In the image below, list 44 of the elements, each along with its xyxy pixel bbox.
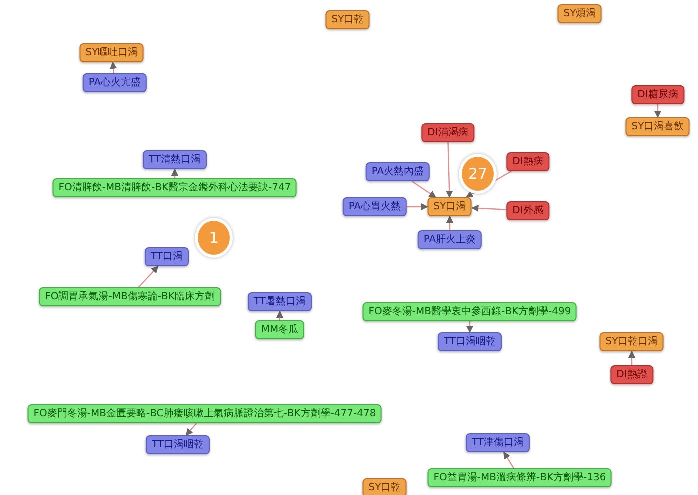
arrow: [276, 310, 284, 320]
concept-node: FO清脾飲-MB清脾飲-BK醫宗金鑑外科心法要訣-747: [52, 178, 298, 198]
concept-node: TT口渴: [144, 248, 190, 266]
count-badge: 1: [195, 218, 233, 258]
concept-node: DI糖尿病: [632, 86, 684, 104]
concept-node: SY口乾: [362, 478, 408, 495]
concept-node: DI熱證: [610, 366, 654, 384]
concept-node: FO麥門冬湯-MB金匱要略-BC肺痿咳嗽上氣病脈證治第七-BK方劑學-477-478: [28, 404, 382, 424]
arrow: [110, 62, 118, 74]
concept-node: SY口渴喜飲: [626, 118, 690, 136]
arrow: [412, 181, 436, 198]
arrow: [466, 322, 474, 334]
concept-node: FO麥冬湯-MB醫學衷中參西錄-BK方劑學-499: [362, 302, 578, 322]
concept-node: FO調胃承氣湯-MB傷寒論-BK臨床方劑: [39, 288, 221, 306]
concept-node: DI外感: [506, 202, 550, 220]
concept-node: PA心胃火熱: [342, 198, 408, 216]
arrow: [446, 216, 454, 230]
concept-node: SY口乾口渴: [600, 332, 664, 352]
concept-node: SY煩渴: [558, 4, 602, 24]
arrow: [628, 350, 636, 366]
concept-node: DI熱病: [506, 152, 550, 172]
concept-node: TT清熱口渴: [142, 150, 208, 170]
concept-node: TT津傷口渴: [466, 434, 530, 452]
concept-node: PA心火亢盛: [82, 74, 148, 92]
arrow: [503, 452, 515, 469]
concept-node: TT暑熱口渴: [248, 292, 312, 312]
arrow: [446, 142, 454, 198]
concept-node: TT口渴咽乾: [146, 436, 210, 454]
concept-node: SY口乾: [326, 10, 370, 30]
arrow: [186, 423, 198, 436]
concept-node: SY嘔吐口渴: [80, 44, 144, 62]
concept-node: SY口渴: [428, 198, 472, 216]
concept-node: FO益胃湯-MB溫病條辨-BK方劑學-136: [428, 468, 612, 488]
concept-node: PA肝火上炎: [418, 230, 482, 250]
concept-node: MM冬瓜: [255, 320, 305, 340]
arrow: [171, 168, 179, 178]
concept-node: TT口渴咽乾: [438, 332, 502, 352]
count-badge: 27: [459, 154, 497, 194]
arrow: [472, 204, 507, 212]
arrow: [654, 104, 662, 118]
arrow: [138, 266, 159, 288]
concept-node: PA火熱內盛: [366, 162, 430, 182]
concept-node: DI消渴病: [422, 124, 474, 142]
arrow: [407, 203, 428, 211]
